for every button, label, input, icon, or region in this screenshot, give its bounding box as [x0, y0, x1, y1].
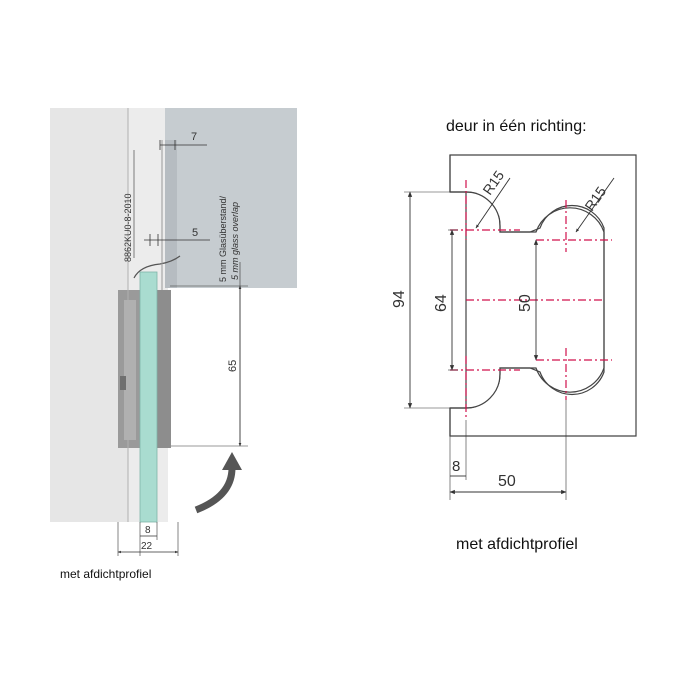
dim-inner-64: 64 — [433, 294, 450, 312]
right-caption: met afdichtprofiel — [456, 536, 578, 553]
dim-edge-8: 8 — [452, 458, 460, 475]
overlap-note-de: 5 mm Glasüberstand/ — [218, 195, 228, 282]
left-hinge-drawing: 7 5 8862KU0-8-2010 5 mm Glasüberstand/ 5… — [50, 108, 297, 556]
glass-pane — [139, 271, 158, 523]
screw — [120, 376, 126, 390]
dim-width-22: 22 — [141, 541, 153, 552]
dim-width-50: 50 — [498, 473, 516, 490]
dim-hole-spacing-50: 50 — [517, 294, 534, 312]
clamp-body-right — [157, 290, 171, 448]
door-swing-arrow — [194, 467, 236, 514]
door-panel — [165, 108, 297, 288]
right-cutout-drawing: R15 R15 94 64 50 8 50 — [391, 154, 637, 500]
dim-total-94: 94 — [391, 290, 408, 308]
clamp-plate — [124, 300, 136, 440]
seal-profile — [133, 255, 181, 279]
dim-height-65: 65 — [227, 360, 239, 372]
centerlines — [450, 180, 612, 420]
wall-lower-panel — [50, 108, 128, 522]
part-code-label: 8862KU0-8-2010 — [123, 193, 133, 262]
door-swing-arrowhead — [222, 452, 242, 470]
door-edge — [165, 140, 177, 288]
right-title: deur in één richting: — [446, 118, 587, 135]
left-caption: met afdichtprofiel — [60, 567, 152, 581]
dim-glass-8: 8 — [145, 525, 151, 536]
overlap-note-en: 5 mm glass overlap — [230, 202, 240, 280]
dim-top-gap: 7 — [191, 131, 197, 143]
dim-mid-gap: 5 — [192, 227, 198, 239]
